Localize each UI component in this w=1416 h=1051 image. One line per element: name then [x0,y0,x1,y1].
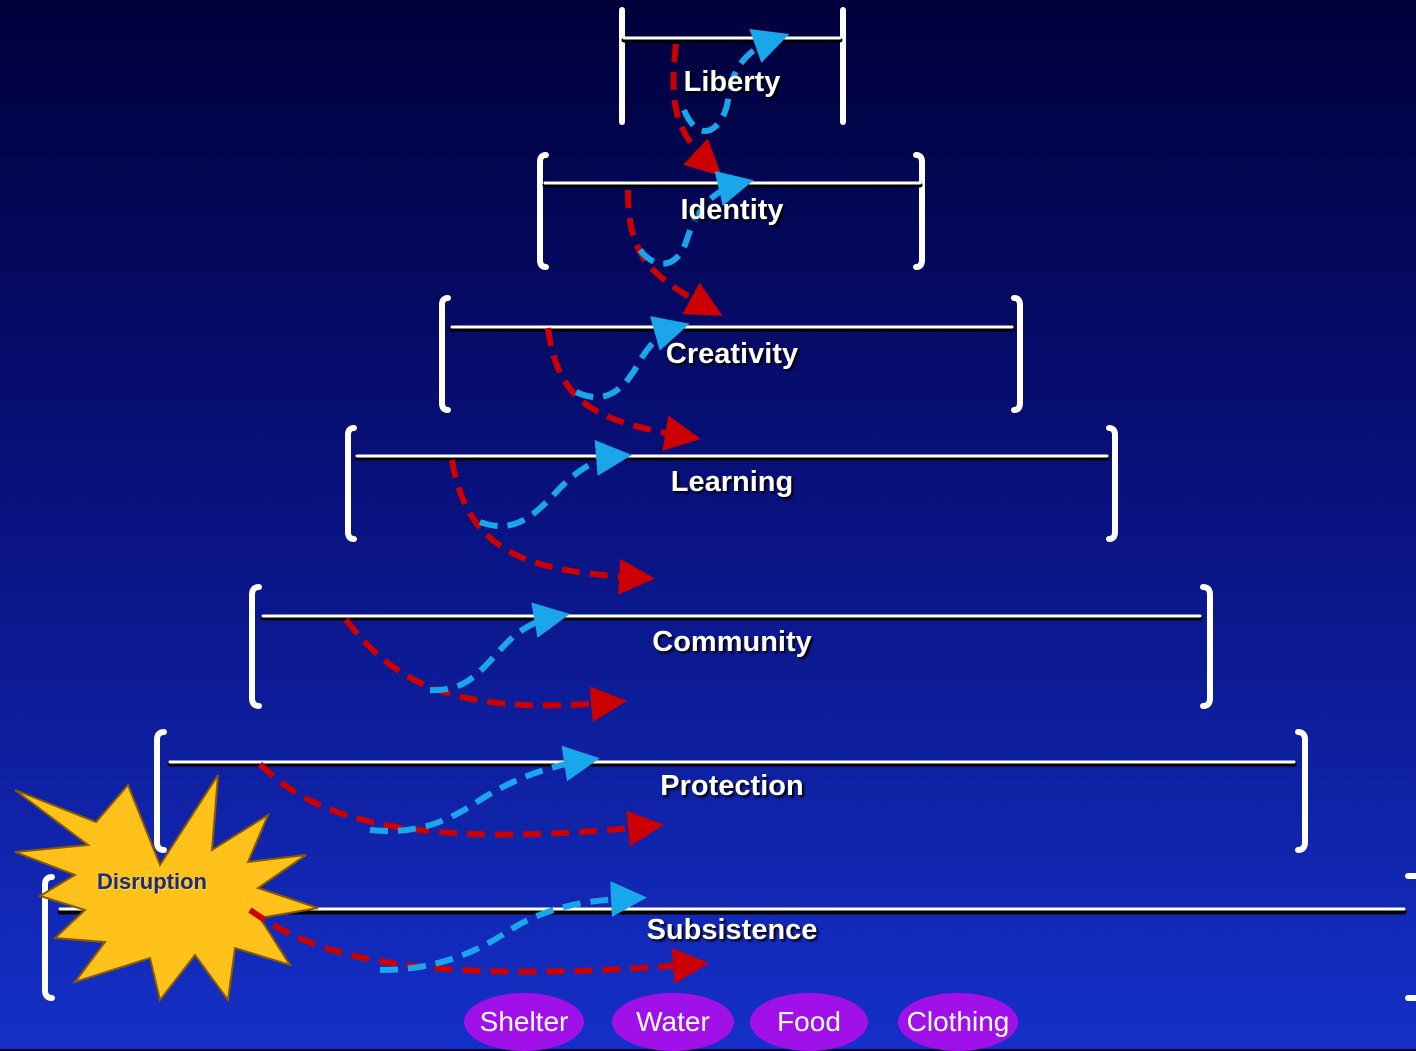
decline-arrow-subsistence [248,907,709,984]
need-food: Food [750,993,868,1051]
disruption-label: Disruption [97,869,207,894]
decline-arrow-protection [257,761,664,847]
level-label-protection: Protection [660,770,804,802]
decline-arrow-learning [449,459,655,595]
decline-arrow-creativity [545,327,701,451]
level-bracket-liberty [619,7,846,125]
level-label-identity: Identity [680,194,784,226]
recovery-arrow-creativity [574,316,690,401]
need-clothing: Clothing [898,993,1018,1051]
need-water: Water [612,993,734,1051]
level-bracket-learning [345,425,1118,542]
recovery-arrow-community [429,602,570,694]
disruption-burst-icon [14,774,319,1003]
decline-arrow-liberty [670,43,722,177]
recovery-arrow-liberty [681,29,790,134]
decline-arrow-community [343,618,627,723]
level-label-subsistence: Subsistence [646,914,818,946]
recovery-arrow-learning [478,440,632,529]
level-label-creativity: Creativity [665,338,799,370]
level-label-liberty: Liberty [683,66,781,98]
level-bracket-protection [154,729,1308,853]
recovery-arrow-protection [369,745,600,834]
recovery-arrow-subsistence [379,881,647,973]
level-bracket-community [249,584,1213,709]
level-label-community: Community [652,626,812,658]
level-label-learning: Learning [670,466,794,498]
recovery-arrow-identity [637,170,754,267]
need-shelter: Shelter [464,993,584,1051]
